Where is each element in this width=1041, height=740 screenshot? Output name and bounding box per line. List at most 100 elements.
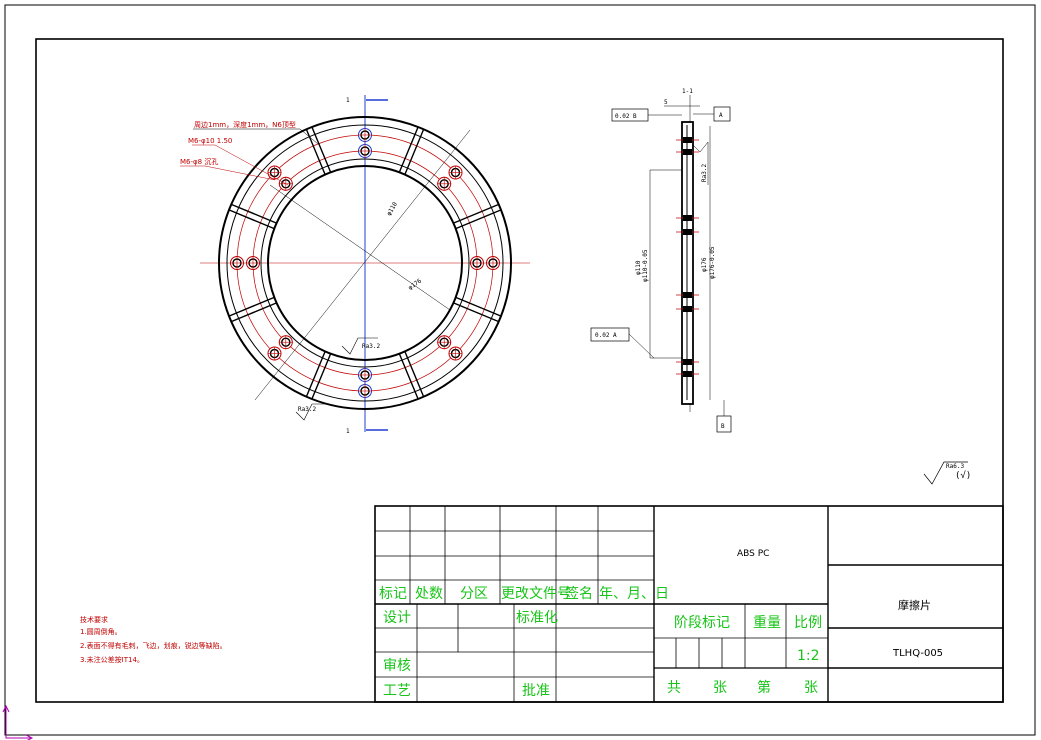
segment-slot (453, 203, 500, 224)
inner-frame (35, 38, 1004, 703)
segment-slot (311, 126, 332, 173)
label-approve: 批准 (522, 683, 550, 699)
bolt-hole (437, 335, 452, 350)
dim-inner-height: φ110 (635, 260, 642, 275)
header-change-doc: 更改文件号 (501, 586, 571, 602)
scale-value: 1:2 (797, 648, 820, 664)
label-review: 审核 (383, 658, 411, 674)
title-block (374, 505, 1004, 703)
label-process: 工艺 (383, 683, 411, 699)
header-date: 年、月、日 (599, 586, 669, 602)
header-zone: 分区 (460, 586, 488, 602)
ring-outer (218, 116, 512, 410)
label-sheet-of: 张 (804, 680, 818, 696)
notes-line-3: 3.未注公差按IT14。 (80, 655, 144, 664)
segment-slot (230, 302, 277, 323)
dim-outer-height-tol: φ176-0.05 (709, 246, 716, 279)
roughness-symbol-1 (341, 337, 378, 355)
general-roughness-value: Ra6.3 (946, 463, 964, 470)
label-weight: 重量 (753, 615, 781, 631)
datum-b: B (721, 423, 725, 430)
segment-slot (228, 296, 275, 317)
ring-outer-groove (226, 124, 504, 402)
segment-slot (311, 353, 332, 400)
bolt-hole (230, 256, 244, 270)
roughness-symbol-2 (295, 403, 330, 421)
dim-inner-height-tol: φ110-0.05 (642, 249, 649, 282)
section-view: 1-1 5 A B 0.02 B 0.02 A φ110 φ110-0.05 φ… (590, 88, 732, 433)
bolt-hole (448, 346, 463, 361)
header-signature: 签名 (565, 585, 593, 602)
section-hole (683, 137, 692, 143)
segment-slot (404, 351, 425, 398)
dim-outer-height: φ176 (701, 257, 708, 272)
section-hole (683, 215, 692, 221)
ucs-icon (2, 704, 34, 740)
bolt-hole (278, 335, 293, 350)
part-code: TLHQ-005 (892, 648, 943, 659)
label-scale: 比例 (794, 615, 822, 631)
bolt-hole (448, 165, 463, 180)
dim-thickness: 5 (664, 99, 668, 106)
general-roughness-suffix: (√) (955, 470, 971, 481)
section-label: 1-1 (682, 88, 693, 95)
label-total: 共 (667, 680, 681, 696)
tolerance-top: 0.02 B (615, 113, 637, 120)
segment-slot (455, 296, 502, 317)
leader-label-3: M6-φ8 沉孔 (180, 158, 218, 166)
outer-border (4, 4, 1036, 736)
dim-inner-diameter: φ110 (386, 201, 399, 217)
tolerance-frame-left (590, 327, 630, 342)
section-hole (683, 306, 692, 312)
notes-line-2: 2.表面不得有毛刺，飞边，划痕，锐边等缺陷。 (80, 641, 227, 650)
label-stage-mark: 阶段标记 (674, 615, 730, 631)
section-hole (683, 371, 692, 377)
roughness-label-1: Ra3.2 (362, 343, 380, 350)
datum-a: A (719, 112, 723, 119)
bolt-hole (437, 176, 452, 191)
leader-label-1: 周边1mm，深度1mm，N6顶型 (194, 120, 296, 129)
segment-slot (228, 209, 275, 230)
tolerance-left: 0.02 A (595, 332, 617, 339)
segment-slot (404, 128, 425, 175)
segment-slot (305, 351, 326, 398)
ring-inner-groove (260, 158, 470, 368)
label-number: 第 (757, 679, 771, 696)
label-standardization: 标准化 (516, 610, 558, 626)
notes-title: 技术要求 (80, 615, 108, 624)
section-hole (683, 292, 692, 298)
segment-slot (455, 209, 502, 230)
header-count: 处数 (415, 586, 443, 602)
section-hole (683, 359, 692, 365)
bolt-hole (358, 128, 372, 142)
bolt-hole (246, 256, 260, 270)
bolt-hole (267, 346, 282, 361)
material: ABS PC (737, 549, 769, 559)
front-view: φ110 φ176 1 1 周边1mm，深度1mm，N6顶型 M6-φ10 1.… (180, 95, 530, 435)
bolt-hole (470, 256, 484, 270)
section-roughness: Ra3.2 (701, 164, 708, 182)
header-mark: 标记 (379, 586, 407, 602)
bolt-hole (486, 256, 500, 270)
segment-slot (453, 302, 500, 323)
section-mark-bottom: 1 (346, 428, 350, 435)
ring-inner (267, 165, 463, 361)
technical-notes: 技术要求 1.圆周倒角。 2.表面不得有毛刺，飞边，划痕，锐边等缺陷。 3.未注… (80, 615, 227, 664)
label-sheets: 张 (713, 680, 727, 696)
general-roughness: Ra6.3 (√) (923, 461, 971, 485)
notes-line-1: 1.圆周倒角。 (80, 627, 122, 636)
bolt-hole (358, 144, 372, 158)
roughness-label-2: Ra3.2 (298, 406, 316, 413)
title-block-text: 标记 处数 分区 更改文件号 签名 年、月、日 设计 标准化 审核 工艺 批准 … (379, 549, 943, 699)
segment-slot (398, 353, 419, 400)
bolt-hole (358, 368, 372, 382)
section-mark-top: 1 (346, 97, 350, 104)
leader-label-2: M6-φ10 1.50 (188, 137, 232, 145)
segment-slot (398, 126, 419, 173)
section-hole (683, 229, 692, 235)
part-name: 摩擦片 (898, 598, 931, 612)
segment-slot (230, 203, 277, 224)
section-hole (683, 149, 692, 155)
label-design: 设计 (383, 610, 411, 626)
